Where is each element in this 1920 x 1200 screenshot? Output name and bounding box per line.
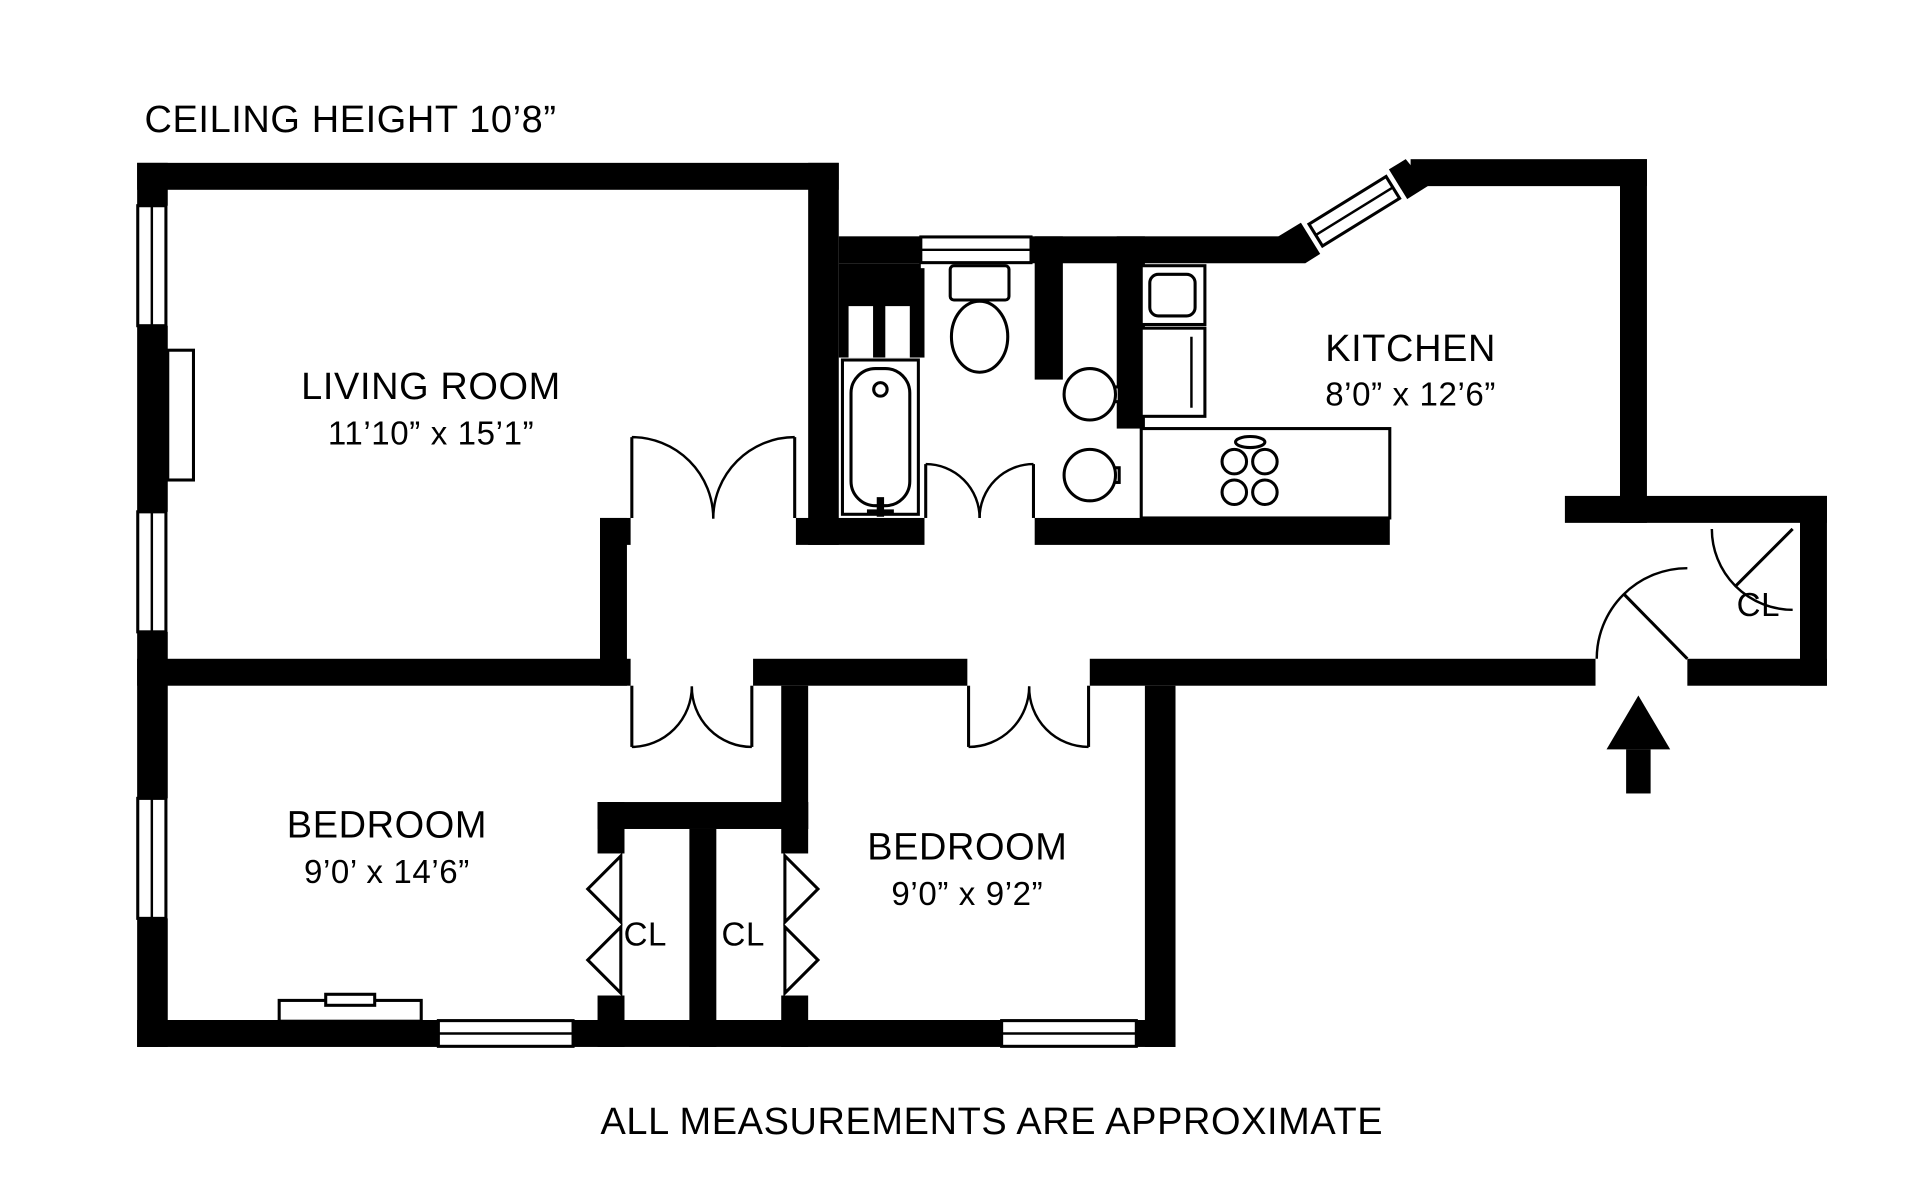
bedroom-1-closet-bifold-door (585, 852, 623, 997)
bedroom-2-label: BEDROOM (867, 827, 1067, 869)
wall-segment (1410, 159, 1647, 187)
doors (585, 435, 1794, 997)
kitchen-label: KITCHEN (1325, 328, 1496, 370)
footer-note: ALL MEASUREMENTS ARE APPROXIMATE (600, 1101, 1383, 1143)
wall-segment (137, 658, 631, 686)
wall-segment (1031, 236, 1306, 264)
window (129, 510, 176, 634)
hall-closet-door (1710, 527, 1794, 612)
stove (1220, 435, 1279, 507)
radiator (277, 992, 423, 1023)
kitchen-dimensions: 8’0” x 12’6” (1325, 376, 1496, 413)
bathtub (840, 358, 920, 517)
wall-segment (600, 517, 627, 686)
bathroom-sink (1062, 367, 1121, 422)
shaft-slot (848, 306, 874, 358)
wall-segment (597, 995, 625, 1047)
labels: CEILING HEIGHT 10’8” LIVING ROOM 11’10” … (144, 99, 1780, 1143)
bedroom-1-closet-label: CL (624, 916, 667, 953)
window (919, 231, 1033, 269)
bedroom-2-dimensions: 9’0” x 9’2” (891, 876, 1043, 913)
bedroom-1-label: BEDROOM (287, 805, 487, 847)
bedroom-1-double-door (630, 685, 754, 749)
bedroom-2-double-door (967, 685, 1091, 749)
fixtures (166, 264, 1671, 1023)
kitchen-sink (1139, 264, 1207, 327)
living-room-label: LIVING ROOM (301, 366, 561, 408)
bathroom-sink (1062, 447, 1121, 503)
windows (129, 168, 1409, 1052)
bedroom-1-dimensions: 9’0’ x 14’6” (304, 854, 470, 891)
wall-segment (1089, 658, 1596, 686)
bathroom-double-door (924, 462, 1035, 518)
bedroom-2-closet-label: CL (722, 916, 765, 953)
bedroom-2-closet-bifold-door (783, 852, 821, 997)
radiator (166, 348, 195, 482)
wall-segment (1034, 517, 1390, 545)
entry-arrow (1606, 695, 1671, 794)
wall-segment (753, 658, 968, 686)
wall-segment (137, 162, 839, 190)
wall-segment (597, 802, 625, 854)
wall-segment (781, 685, 809, 829)
wall-segment (1564, 495, 1827, 523)
refrigerator (1139, 326, 1207, 418)
living-room-dimensions: 11’10” x 15’1” (328, 415, 534, 452)
wall-segment (1800, 495, 1827, 686)
window (129, 204, 176, 328)
window (436, 1015, 575, 1052)
window (1000, 1015, 1138, 1052)
living-room-double-door (630, 435, 797, 519)
hall-closet-label: CL (1737, 587, 1780, 624)
ceiling-height-note: CEILING HEIGHT 10’8” (144, 99, 556, 141)
shaft-slot (885, 306, 910, 358)
wall-segment (1620, 159, 1647, 523)
wall-segment (1034, 236, 1063, 380)
wall-segment (838, 236, 921, 264)
window (129, 796, 176, 920)
wall-segment (689, 828, 717, 1047)
window-diagonal (1300, 168, 1409, 255)
wall-segment (781, 995, 809, 1047)
wall-segment (808, 162, 839, 545)
wall-segment (597, 802, 809, 829)
entry-door (1595, 566, 1689, 660)
toilet (948, 264, 1011, 374)
wall-segment (1144, 685, 1176, 1047)
